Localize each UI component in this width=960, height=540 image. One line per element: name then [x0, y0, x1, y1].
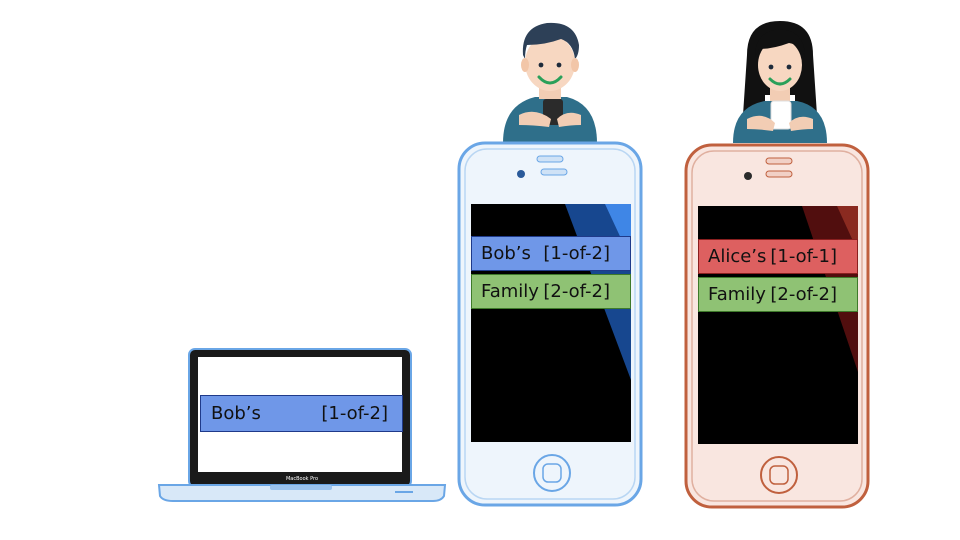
bob-phone-note-bar-2: Family [2-of-2] — [471, 274, 631, 309]
note-name: Family — [708, 284, 766, 305]
note-tag: [1-of-2] — [543, 243, 610, 264]
alice-phone-note-bar-1: Alice’s [1-of-1] — [698, 239, 858, 274]
laptop-note-bar: Bob’s [1-of-2] — [200, 395, 403, 432]
alice-avatar — [725, 15, 835, 145]
laptop-brand-label: MacBook Pro — [285, 476, 319, 482]
alice-phone-note-bar-2: Family [2-of-2] — [698, 277, 858, 312]
alice-phone: Alice’s [1-of-1] Family [2-of-2] — [682, 142, 872, 512]
note-tag: [1-of-1] — [770, 246, 837, 267]
bob-phone-note-bar-1: Bob’s [1-of-2] — [471, 236, 631, 271]
note-name: Bob’s — [481, 243, 531, 264]
note-tag: [2-of-2] — [770, 284, 837, 305]
alice-phone-body — [684, 143, 870, 509]
note-tag: [2-of-2] — [543, 281, 610, 302]
laptop: MacBook Pro Bob’s [1-of-2] — [155, 345, 450, 510]
bob-avatar — [495, 15, 605, 145]
bob-phone: Bob’s [1-of-2] Family [2-of-2] — [455, 140, 645, 510]
bob-phone-body — [457, 141, 643, 507]
note-name: Alice’s — [708, 246, 767, 267]
note-name: Family — [481, 281, 539, 302]
note-name: Bob’s — [211, 403, 261, 424]
note-tag: [1-of-2] — [321, 403, 388, 424]
